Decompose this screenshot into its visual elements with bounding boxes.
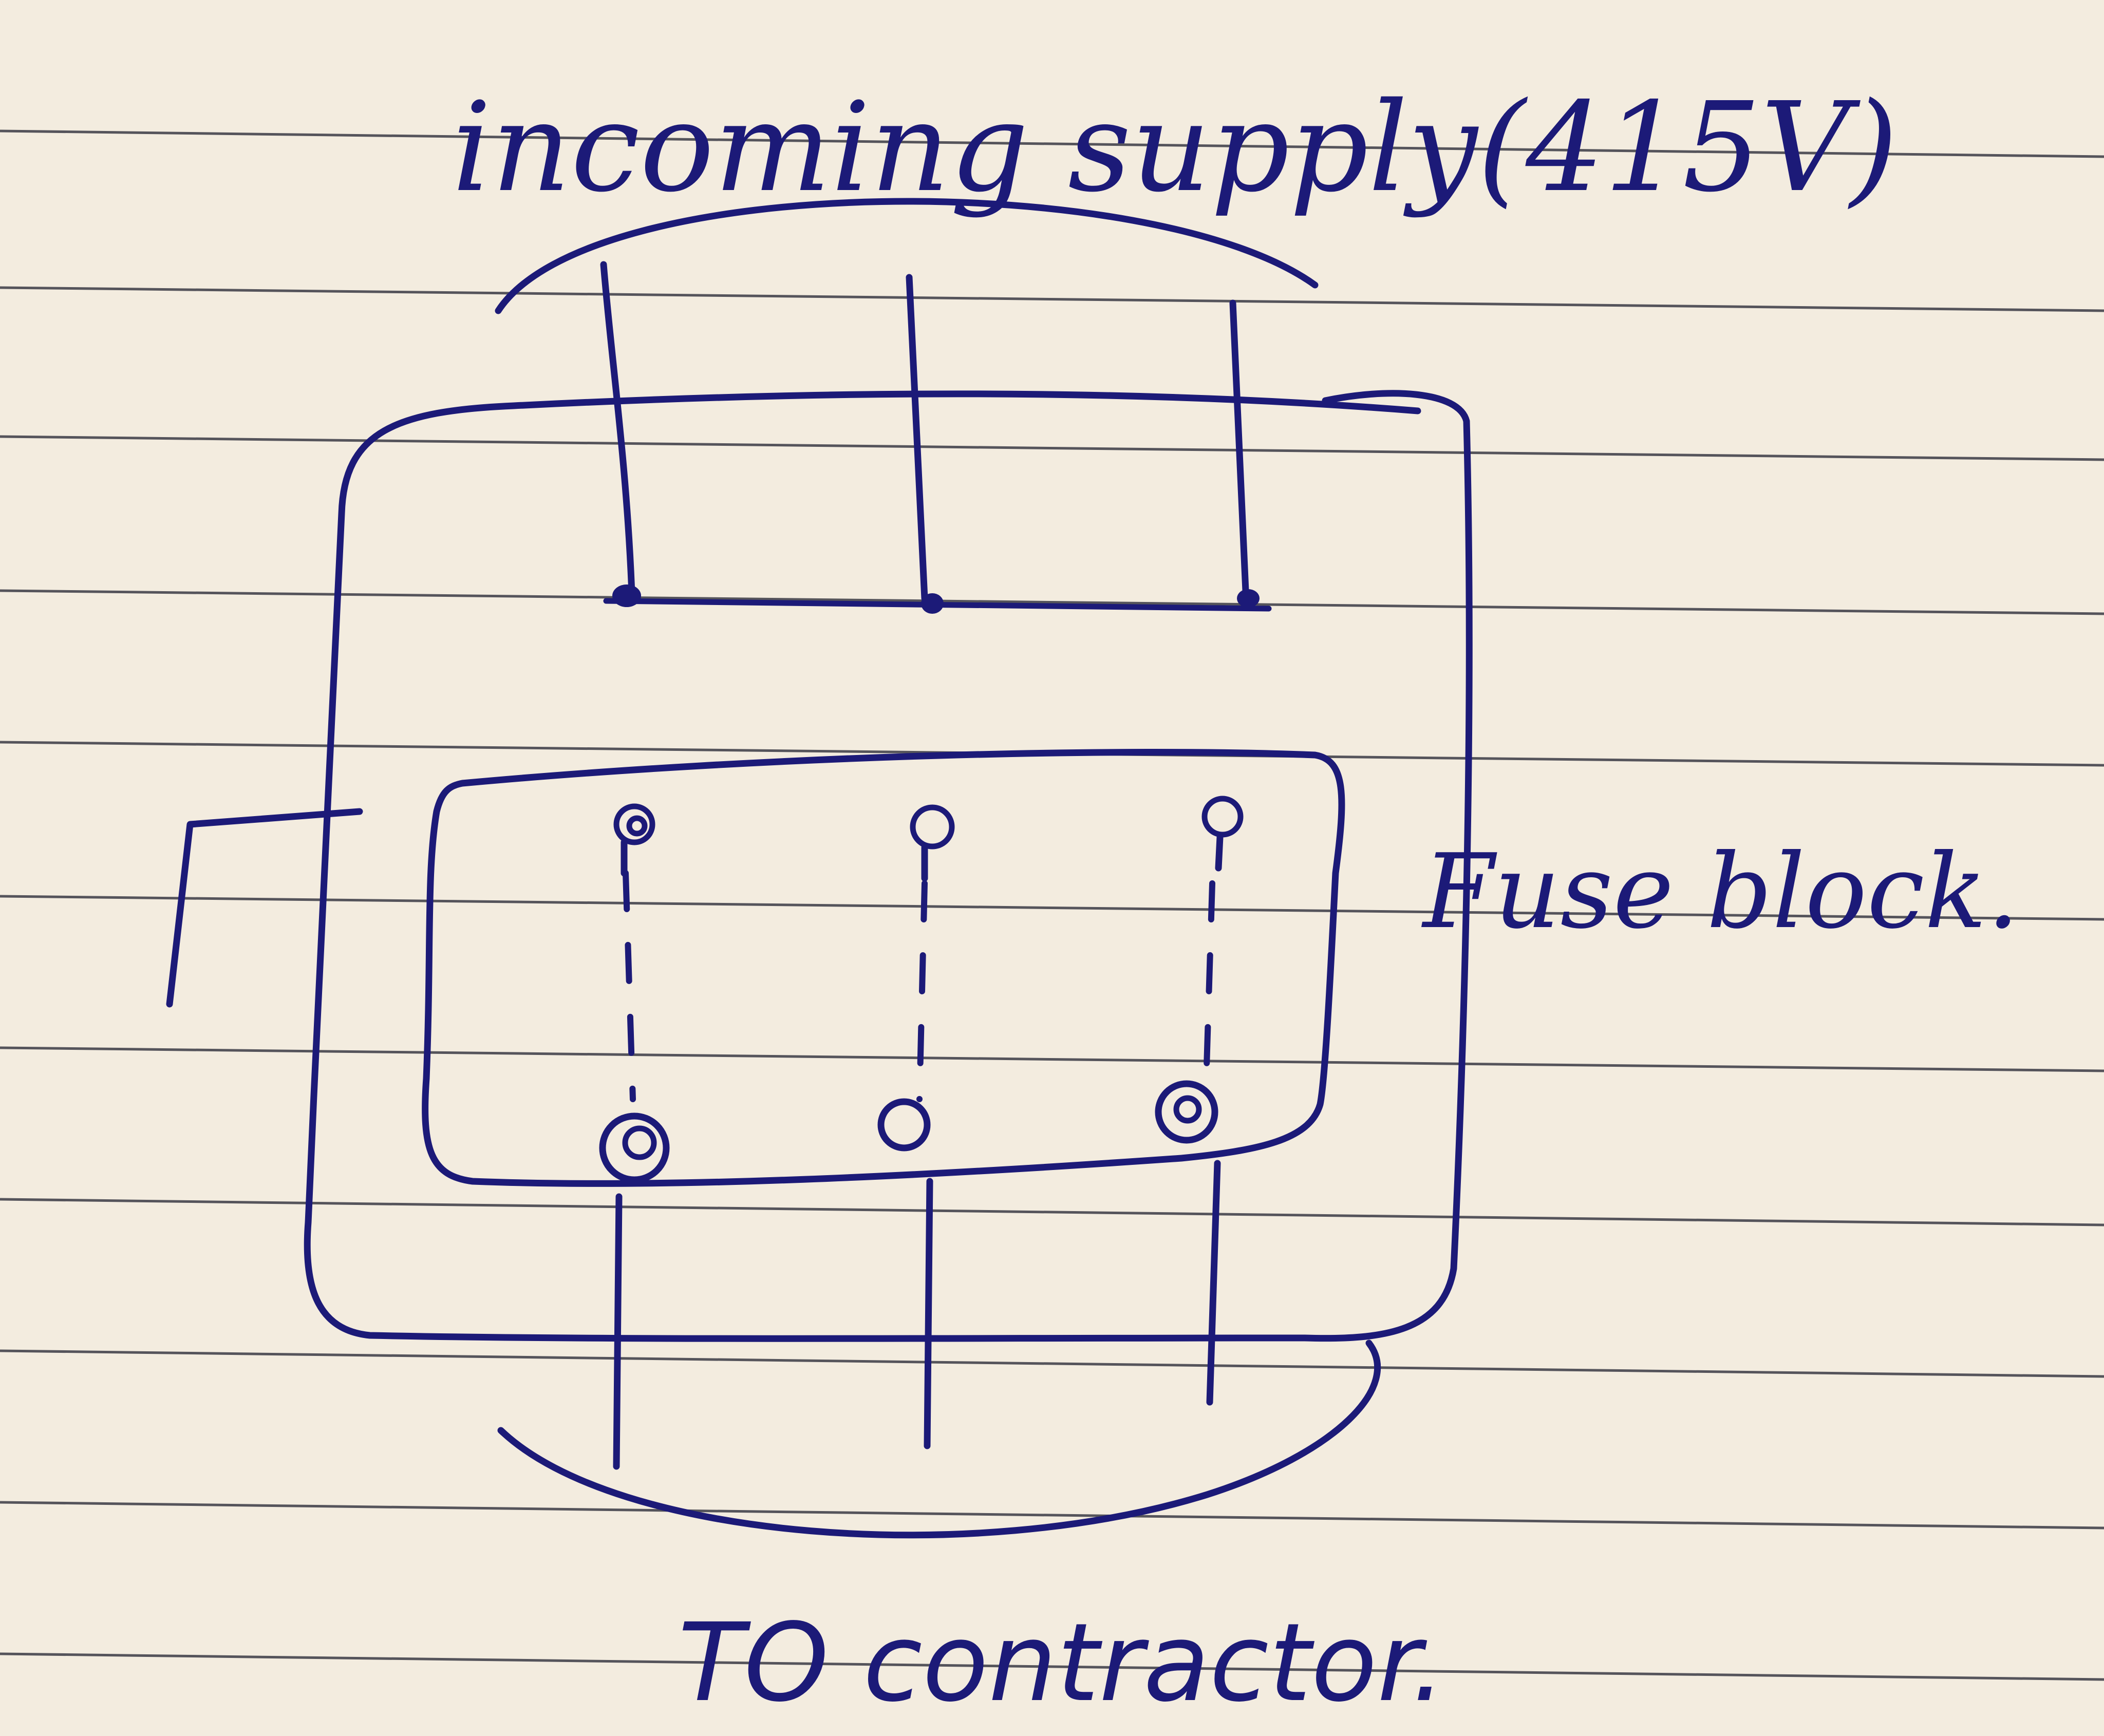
outgoing-wire-3	[1206, 1160, 1221, 1406]
lower-fuse-terminals	[599, 1080, 1218, 1183]
outer-enclosure	[304, 390, 1473, 1342]
fuse-link-2	[916, 880, 928, 1102]
fuse-block-label: Fuse block.	[1421, 832, 2019, 952]
fuse-bottom-terminal-1-inner	[622, 1125, 657, 1160]
incoming-brace	[495, 198, 1319, 314]
fuse-top-terminal-2	[910, 804, 955, 850]
outgoing-wire-1	[613, 1193, 623, 1470]
incoming-supply-label: incoming supply(415V)	[452, 76, 1898, 219]
to-contractor-label: TO contractor.	[678, 1600, 1446, 1726]
fuse-bottom-terminal-1	[599, 1112, 670, 1183]
incoming-wire-l3	[1229, 299, 1249, 594]
incoming-wire-l1	[600, 261, 635, 597]
fuse-top-terminal-1	[613, 803, 655, 845]
fuse-link-3-stub	[1215, 834, 1224, 872]
fuse-link-3	[1203, 880, 1215, 1087]
outgoing-brace	[497, 1339, 1381, 1539]
operating-handle	[166, 808, 363, 1008]
upper-fuse-terminals	[613, 796, 1244, 850]
fuse-bottom-terminal-3-inner	[1173, 1095, 1202, 1124]
incoming-wire-l2	[906, 274, 928, 602]
incoming-terminal-l3	[1237, 589, 1260, 608]
fuse-bottom-terminal-3	[1155, 1080, 1218, 1144]
fuse-block-outline	[422, 749, 1345, 1187]
fuse-link-1	[623, 870, 636, 1102]
fuse-top-terminal-1-inner	[626, 815, 648, 837]
fuse-top-terminal-3	[1201, 796, 1244, 838]
incoming-busbar	[603, 598, 1272, 612]
fuse-bottom-terminal-2	[877, 1098, 931, 1152]
outgoing-wire-2	[924, 1178, 933, 1449]
